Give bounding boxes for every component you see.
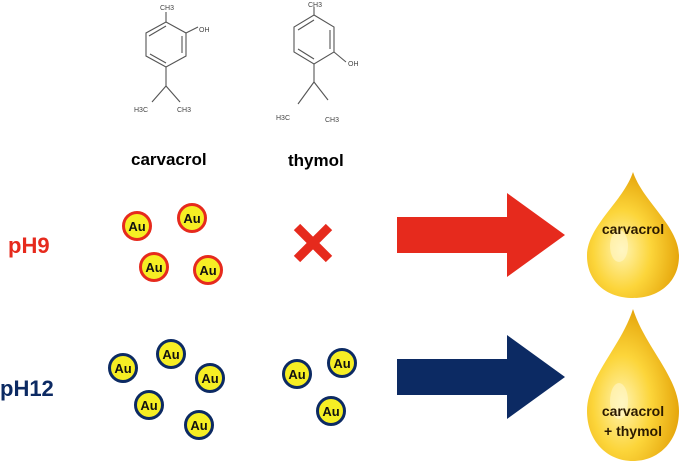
gold-nanoparticle: Au [193, 255, 223, 285]
carvacrol-structure: CH3 OH H3C CH3 [134, 5, 210, 114]
carvacrol-methyl-label: CH3 [160, 5, 174, 12]
thymol-isopropyl-left-label: H3C [276, 115, 290, 122]
product-label-carvacrol-2: carvacrol [601, 403, 665, 419]
carvacrol-isopropyl-left-label: H3C [134, 107, 148, 114]
reaction-arrow-ph12 [397, 335, 565, 419]
gold-nanoparticle: Au [156, 339, 186, 369]
thymol-structure: CH3 OH H3C CH3 [276, 2, 359, 124]
product-drop-ph12 [587, 309, 679, 461]
carvacrol-label: carvacrol [131, 150, 207, 169]
gold-nanoparticle: Au [282, 359, 312, 389]
thymol-label: thymol [288, 151, 344, 170]
product-label-carvacrol: carvacrol [601, 221, 665, 237]
reaction-arrow-ph9 [397, 193, 565, 277]
ph9-label: pH9 [8, 233, 50, 258]
gold-nanoparticle: Au [108, 353, 138, 383]
gold-nanoparticle: Au [134, 390, 164, 420]
carvacrol-hydroxyl-label: OH [199, 27, 210, 34]
carvacrol-isopropyl-right-label: CH3 [177, 107, 191, 114]
product-drop-ph9 [587, 172, 679, 298]
thymol-methyl-label: CH3 [308, 2, 322, 9]
gold-nanoparticle: Au [316, 396, 346, 426]
gold-nanoparticle: Au [122, 211, 152, 241]
thymol-hydroxyl-label: OH [348, 61, 359, 68]
thymol-isopropyl-right-label: CH3 [325, 117, 339, 124]
gold-nanoparticle: Au [327, 348, 357, 378]
gold-nanoparticle: Au [177, 203, 207, 233]
gold-nanoparticle: Au [184, 410, 214, 440]
gold-nanoparticle: Au [139, 252, 169, 282]
cross-icon [293, 223, 333, 263]
product-label-thymol: + thymol [604, 423, 662, 439]
gold-nanoparticle: Au [195, 363, 225, 393]
ph12-label: pH12 [0, 376, 54, 401]
